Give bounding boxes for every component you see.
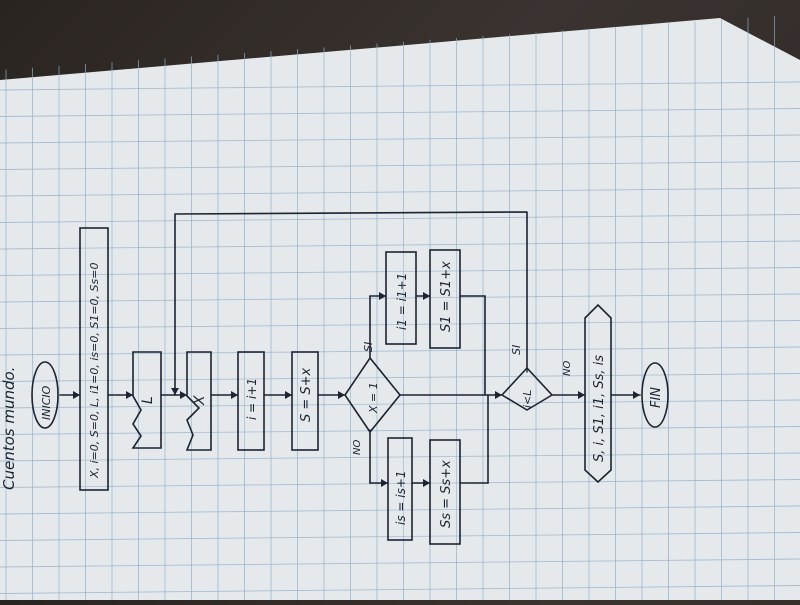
increment-i-text: i = i+1	[245, 378, 259, 420]
end-label: FIN	[649, 387, 664, 408]
sum-s1-text: S1 = S1+x	[439, 261, 454, 332]
sum-ss-text: Ss = Ss+x	[439, 460, 454, 528]
sum-s-box	[291, 351, 319, 451]
count-i1-box	[385, 251, 417, 345]
branch-si-label: SI	[362, 342, 375, 352]
sheet-title: Cuentos mundo.	[0, 367, 18, 490]
branch-no-label: NO	[352, 440, 363, 455]
sum-s1-box	[429, 249, 461, 349]
count-i1-text: i1 = i1+1	[395, 273, 409, 330]
decision-l-text: i<L	[521, 390, 534, 408]
arrowheads	[73, 292, 640, 487]
count-is-text: is = is+1	[394, 470, 408, 525]
start-label: INICIO	[40, 385, 53, 420]
output-text: S, i, S1, i1, Ss, is	[592, 355, 607, 462]
input-l-text: L	[140, 396, 156, 404]
increment-i-box	[237, 351, 265, 451]
decision-x-diamond	[344, 356, 402, 434]
flow-connectors	[59, 211, 641, 484]
decision-l-diamond	[500, 366, 554, 411]
sum-s-text: S = S+x	[299, 367, 314, 422]
initialization-text: X, i=0, S=0, L, i1=0, is=0, S1=0, Ss=0	[88, 263, 101, 479]
start-terminal	[31, 361, 59, 429]
input-l-box	[131, 351, 162, 449]
input-x-box	[185, 351, 212, 451]
loop-no-label: NO	[562, 361, 573, 376]
input-x-text: X	[192, 395, 208, 406]
output-box	[584, 303, 612, 484]
end-terminal	[641, 362, 669, 428]
initialization-box	[79, 227, 109, 491]
paper-grid	[0, 15, 800, 600]
sum-ss-box	[429, 439, 461, 545]
loop-si-label: SI	[510, 345, 523, 355]
count-is-box	[387, 437, 413, 541]
decision-x-text: X = 1	[367, 382, 380, 414]
